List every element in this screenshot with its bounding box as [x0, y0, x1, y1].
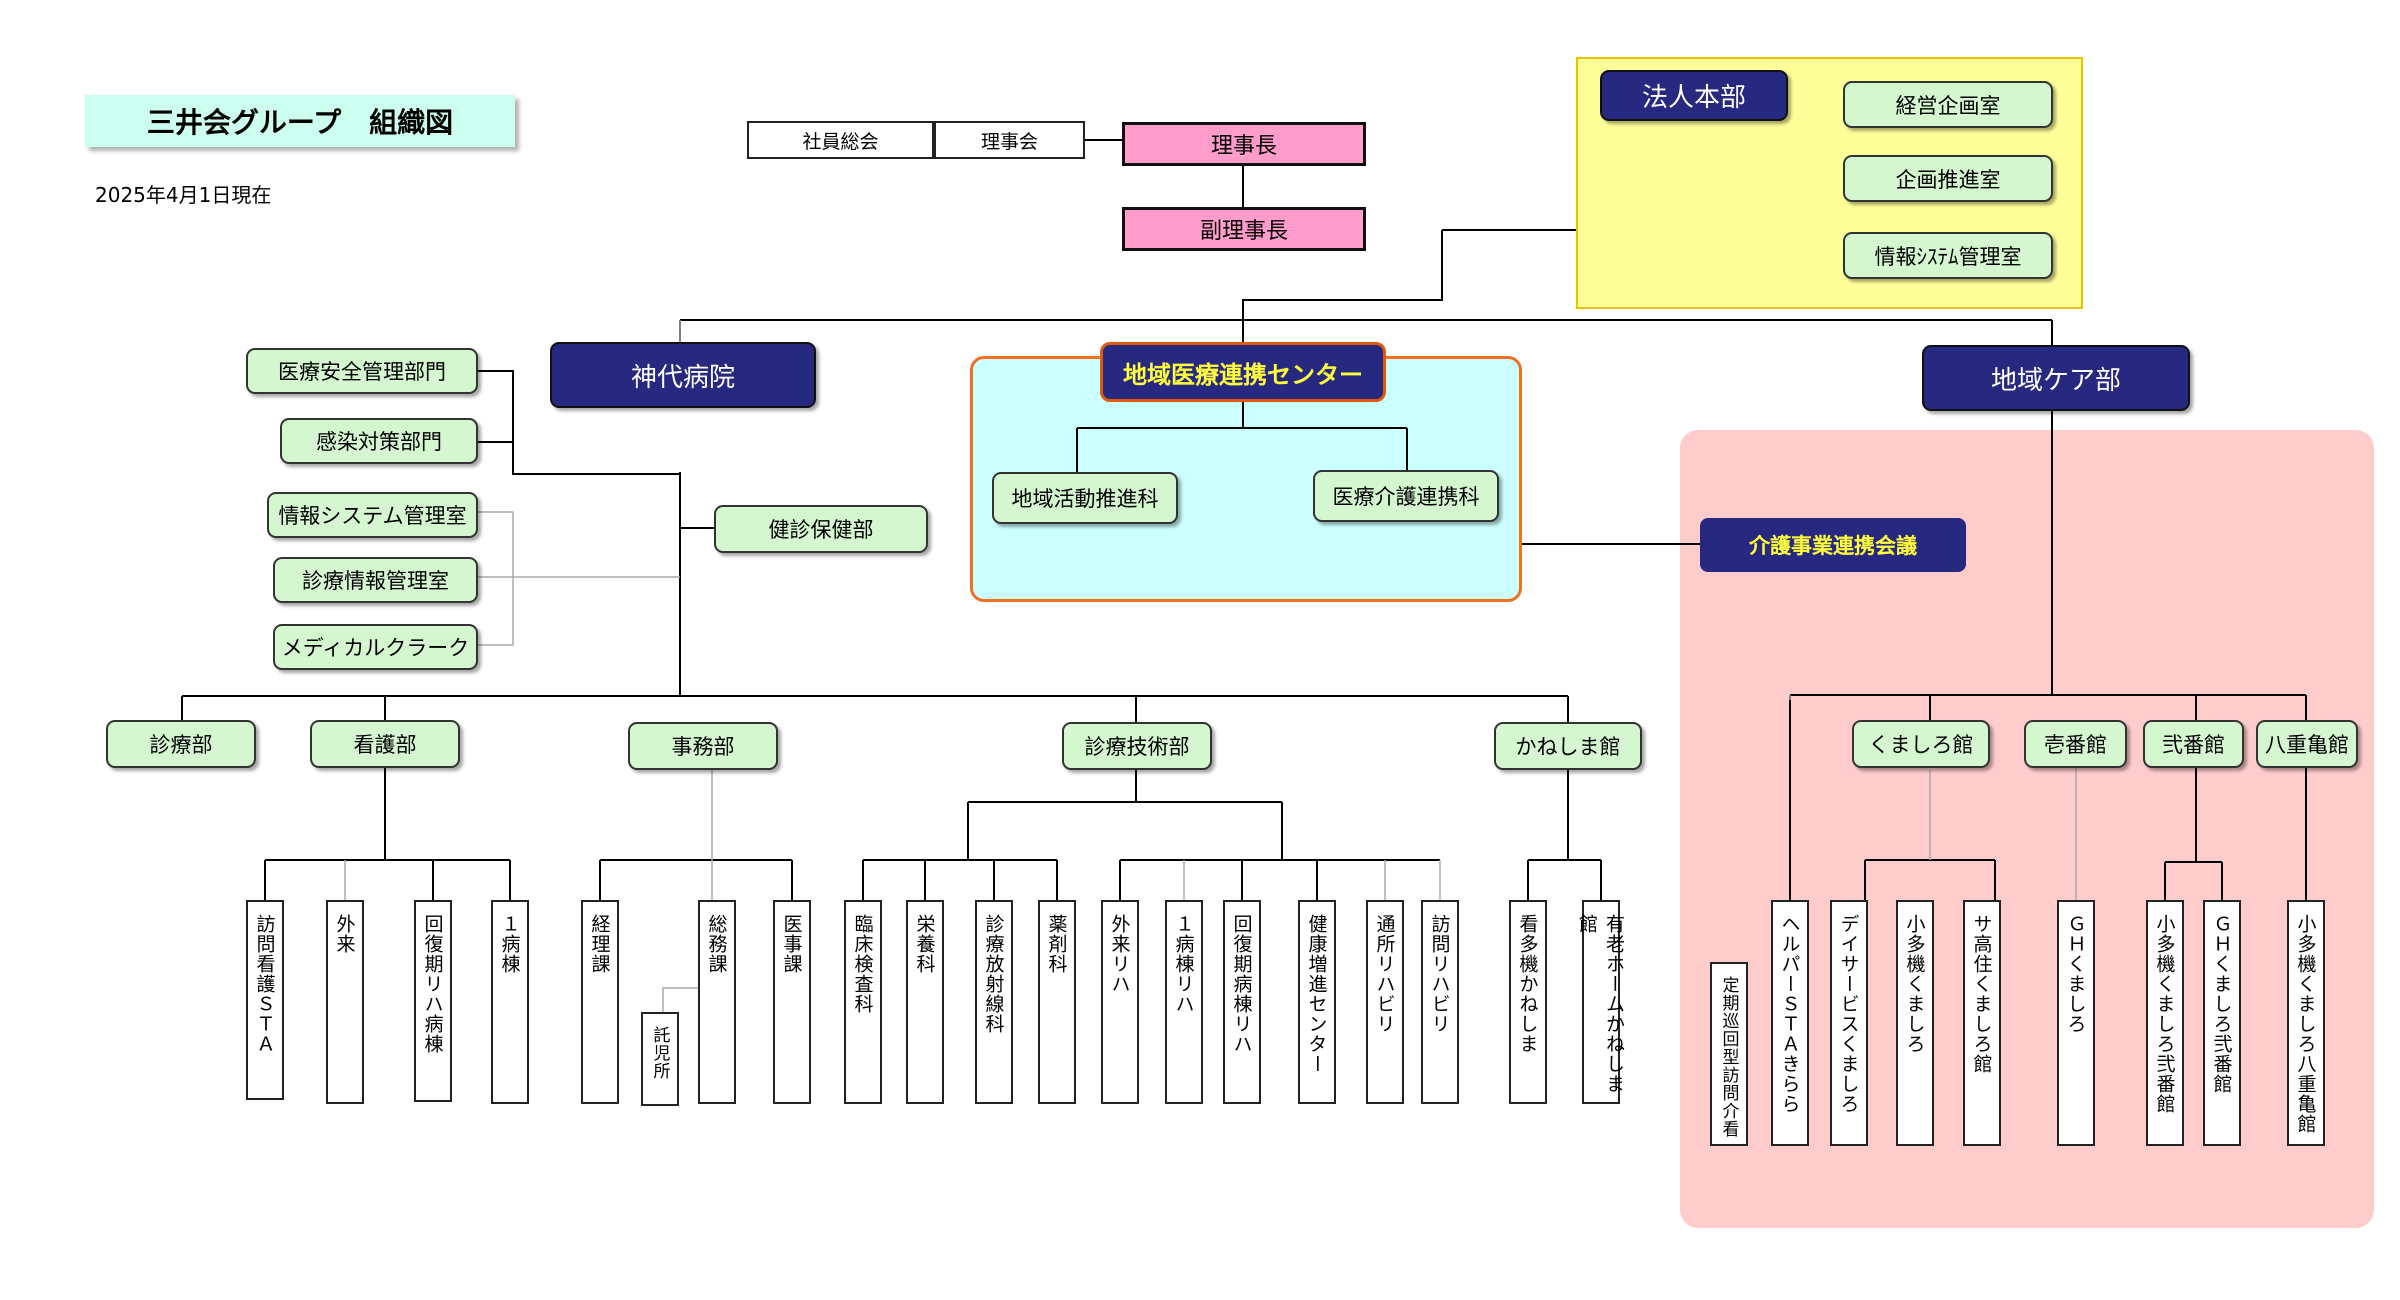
unit-label: 託児所 — [649, 1026, 670, 1080]
unit-general-affairs: 総務課 — [698, 900, 736, 1104]
unit-label: 小多機くましろ弐番館 — [2153, 914, 2176, 1114]
unit-label: 臨床検査科 — [851, 914, 874, 1014]
facility-ichiban-box: 壱番館 — [2024, 720, 2127, 768]
unit-label: ヘルパーＳＴＡきらら — [1778, 914, 1801, 1114]
unit-helper-sta-kirara: ヘルパーＳＴＡきらら — [1771, 900, 1809, 1146]
unit-label: デイサービスくましろ — [1837, 914, 1860, 1114]
unit-pharmacy: 薬剤科 — [1038, 900, 1076, 1104]
hq-title: 法人本部 — [1600, 70, 1788, 121]
hospital-title: 神代病院 — [550, 342, 816, 408]
medical-info-office: 診療情報管理室 — [273, 557, 478, 603]
general-meeting-box: 社員総会 — [747, 121, 934, 159]
vice-chairman-box: 副理事長 — [1122, 207, 1366, 251]
unit-label: １病棟 — [498, 914, 521, 974]
unit-label: 医事課 — [780, 914, 803, 974]
hq-item-promotion: 企画推進室 — [1843, 155, 2053, 202]
medical-safety-dept: 医療安全管理部門 — [246, 348, 478, 394]
unit-shotaki-niban: 小多機くましろ弐番館 — [2146, 900, 2184, 1146]
community-care-title: 地域ケア部 — [1922, 345, 2190, 411]
medical-clerk: メディカルクラーク — [273, 624, 478, 670]
unit-label: 回復期リハ病棟 — [421, 914, 444, 1054]
unit-label: 総務課 — [705, 914, 728, 974]
dept-kaneshima: かねしま館 — [1494, 722, 1642, 770]
unit-label: 通所リハビリ — [1373, 914, 1396, 1034]
unit-medical-affairs: 医事課 — [773, 900, 811, 1104]
checkup-dept: 健診保健部 — [714, 505, 928, 553]
unit-daycare: 託児所 — [641, 1012, 679, 1106]
unit-label: ＧＨくましろ — [2064, 914, 2087, 1034]
unit-outpatient: 外来 — [326, 900, 364, 1104]
unit-shotaki-yaekame: 小多機くましろ八重亀館 — [2287, 900, 2325, 1146]
unit-daycare-rehab: 通所リハビリ — [1366, 900, 1404, 1104]
regional-center-title: 地域医療連携センター — [1100, 342, 1386, 402]
unit-label: 栄養科 — [913, 914, 936, 974]
unit-kantaki-kaneshima: 看多機かねしま — [1509, 900, 1547, 1104]
facility-niban: 弐番館 — [2143, 720, 2244, 768]
unit-nutrition: 栄養科 — [906, 900, 944, 1104]
unit-gh-niban: ＧＨくましろ弐番館 — [2203, 900, 2241, 1146]
dept-technical: 診療技術部 — [1062, 722, 1212, 770]
dept-admin: 事務部 — [628, 722, 778, 770]
as-of-date: 2025年4月1日現在 — [95, 182, 272, 207]
unit-label: ＧＨくましろ弐番館 — [2210, 914, 2233, 1094]
unit-label: 診療放射線科 — [982, 914, 1005, 1034]
unit-outpatient-rehab: 外来リハ — [1101, 900, 1139, 1104]
unit-recovery-ward: 回復期リハ病棟 — [414, 900, 452, 1102]
unit-clinical-lab: 臨床検査科 — [844, 900, 882, 1104]
chairman-box: 理事長 — [1122, 122, 1366, 166]
unit-label: 小多機くましろ八重亀館 — [2294, 914, 2317, 1134]
unit-health-center: 健康増進センター — [1298, 900, 1336, 1104]
unit-label: 健康増進センター — [1305, 914, 1328, 1074]
unit-radiology: 診療放射線科 — [975, 900, 1013, 1104]
unit-label: 訪問看護ＳＴＡ — [253, 914, 276, 1054]
unit-label: 小多機くましろ — [1903, 914, 1926, 1054]
unit-label: 外来 — [333, 914, 356, 954]
unit-ward1-rehab: １病棟リハ — [1165, 900, 1203, 1104]
unit-dayservice-kumashiro: デイサービスくましろ — [1830, 900, 1868, 1146]
dept-nursing: 看護部 — [310, 720, 460, 768]
unit-sakoju-kumashiro: サ高住くましろ館 — [1963, 900, 2001, 1146]
unit-senior-home-kaneshima: 有老ホームかねしま館 — [1576, 900, 1625, 1104]
care-council-title: 介護事業連携会議 — [1700, 518, 1966, 572]
unit-visit-nursing-sta: 訪問看護ＳＴＡ — [246, 900, 284, 1100]
unit-accounting: 経理課 — [581, 900, 619, 1104]
unit-periodic-visit-care: 定期巡回型訪問介看 — [1710, 962, 1748, 1146]
info-system-office: 情報システム管理室 — [267, 492, 478, 538]
unit-gh-kumashiro: ＧＨくましろ — [2057, 900, 2095, 1146]
dept-medical: 診療部 — [106, 720, 256, 768]
unit-label: 訪問リハビリ — [1428, 914, 1451, 1034]
unit-label: 回復期病棟リハ — [1230, 914, 1253, 1054]
regional-activity-unit: 地域活動推進科 — [992, 472, 1178, 524]
infection-control-dept: 感染対策部門 — [280, 418, 478, 464]
unit-label: 薬剤科 — [1045, 914, 1068, 974]
unit-label: 有老ホームかねしま館 — [1576, 914, 1625, 1094]
board-box: 理事会 — [934, 121, 1085, 159]
unit-label: 定期巡回型訪問介看 — [1718, 976, 1739, 1138]
page-title: 三井会グループ 組織図 — [85, 95, 515, 147]
unit-label: サ高住くましろ館 — [1970, 914, 1993, 1074]
unit-recovery-rehab: 回復期病棟リハ — [1223, 900, 1261, 1104]
unit-ward-1: １病棟 — [491, 900, 529, 1104]
hq-item-it: 情報ｼｽﾃﾑ管理室 — [1843, 232, 2053, 279]
facility-kumashiro: くましろ館 — [1852, 720, 1990, 768]
care-coordination-unit: 医療介護連携科 — [1313, 470, 1499, 522]
unit-label: 外来リハ — [1108, 914, 1131, 994]
unit-label: 経理課 — [588, 914, 611, 974]
unit-shotaki-kumashiro: 小多機くましろ — [1896, 900, 1934, 1146]
hq-item-planning: 経営企画室 — [1843, 81, 2053, 128]
unit-visit-rehab: 訪問リハビリ — [1421, 900, 1459, 1104]
unit-label: 看多機かねしま — [1516, 914, 1539, 1054]
facility-yaekame: 八重亀館 — [2256, 720, 2358, 768]
unit-label: １病棟リハ — [1172, 914, 1195, 1014]
